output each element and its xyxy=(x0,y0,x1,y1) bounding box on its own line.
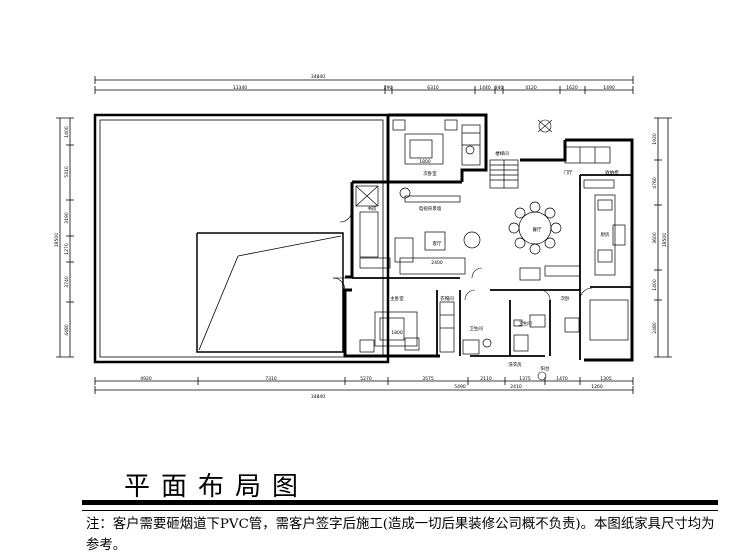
sofa-size: 2400 xyxy=(431,260,443,266)
top-dim-3: 6310 xyxy=(427,85,439,91)
bottom-dim-7: 1470 xyxy=(556,376,568,382)
room-label-bathroom: 卫生间 xyxy=(469,325,483,332)
top-dim-5: 340 xyxy=(495,85,504,91)
room-label-entrance: 门厅 xyxy=(564,169,573,176)
title-rule-thin xyxy=(82,510,718,511)
bottom-dim-2: 7310 xyxy=(265,376,277,382)
top-overall-dim: 34840 xyxy=(311,74,325,80)
top-dim-7: 1620 xyxy=(566,85,578,91)
room-label-study: 书房 xyxy=(368,205,377,212)
top-dim-1: 13340 xyxy=(233,85,247,91)
bed-size-2: 1800 xyxy=(391,330,403,336)
bedroom-furniture xyxy=(392,119,481,166)
room-label-stairs: 楼梯间 xyxy=(495,150,509,157)
bottom-dim-11: 1260 xyxy=(591,384,603,390)
left-dim-1: 1400 xyxy=(64,126,70,138)
left-dim-2: 5310 xyxy=(64,166,70,178)
living-furniture xyxy=(355,185,481,275)
bottom-dim-1: 4920 xyxy=(140,376,152,382)
right-dim-4: 1400 xyxy=(652,279,658,291)
bathroom-fixtures xyxy=(462,299,629,355)
top-dim-4: 1440 xyxy=(479,85,491,91)
room-label-master-bedroom: 次卧室 xyxy=(423,170,437,177)
floor-plan: 34840 13340 290 6310 1440 340 4120 1620 … xyxy=(54,74,672,400)
bed-size-1: 1800 xyxy=(419,159,431,165)
construction-note: 注：客户需要砸烟道下PVC管，需客户签字后施工(造成一切后果装修公司概不负责)。… xyxy=(86,517,715,553)
right-dim-1: 1920 xyxy=(652,133,658,145)
left-dim-3: 3190 xyxy=(64,212,70,224)
room-label-storage: 收纳柜 xyxy=(605,169,619,176)
bottom-dim-10: 2410 xyxy=(510,384,522,390)
room-label-bathroom-2: 卫生间 xyxy=(518,320,532,327)
dining-table xyxy=(508,201,581,281)
bottom-dim-5: 2110 xyxy=(480,376,492,382)
lower-bedroom-furniture xyxy=(359,301,455,353)
top-dim-2: 290 xyxy=(384,85,393,91)
left-dim-4: 1270 xyxy=(64,243,70,255)
bottom-dim-9: 5490 xyxy=(454,384,466,390)
room-label-living: 客厅 xyxy=(433,240,442,247)
label-tv-wall: 电视背景墙 xyxy=(419,205,442,212)
left-overall-dim: 18500 xyxy=(54,233,60,247)
left-dim-6: 4480 xyxy=(64,324,70,336)
drawing-title: 平面布局图 xyxy=(124,472,310,502)
top-dim-8: 1490 xyxy=(603,85,615,91)
bottom-dim-8: 1305 xyxy=(600,376,612,382)
right-dim-3: 3600 xyxy=(652,232,658,244)
room-label-bedroom-2: 主卧室 xyxy=(390,295,404,302)
right-dim-5: 2480 xyxy=(652,322,658,334)
door-swings xyxy=(332,209,593,301)
bottom-dim-6: 1375 xyxy=(519,376,531,382)
room-label-bedroom-3: 次卧 xyxy=(561,295,570,302)
room-label-balcony: 阳台 xyxy=(541,365,550,372)
left-dim-5: 3740 xyxy=(64,276,70,288)
room-label-laundry: 洗衣房 xyxy=(508,361,522,368)
bottom-dim-4: 3575 xyxy=(422,376,434,382)
title-rule-thick xyxy=(82,500,718,505)
terrace-outline xyxy=(93,113,390,364)
right-overall-dim: 18500 xyxy=(662,233,668,247)
top-dim-6: 4120 xyxy=(525,85,537,91)
plant-decor xyxy=(537,119,553,381)
right-dim-2: 4760 xyxy=(652,177,658,189)
stairs xyxy=(489,159,519,189)
room-label-cloakroom: 衣帽间 xyxy=(440,295,454,302)
bottom-dim-3: 5270 xyxy=(360,376,372,382)
room-label-kitchen: 厨房 xyxy=(601,231,610,238)
kitchen-counter xyxy=(564,146,626,276)
room-label-dining: 餐厅 xyxy=(533,226,542,233)
bottom-overall-dim: 34840 xyxy=(311,394,325,400)
